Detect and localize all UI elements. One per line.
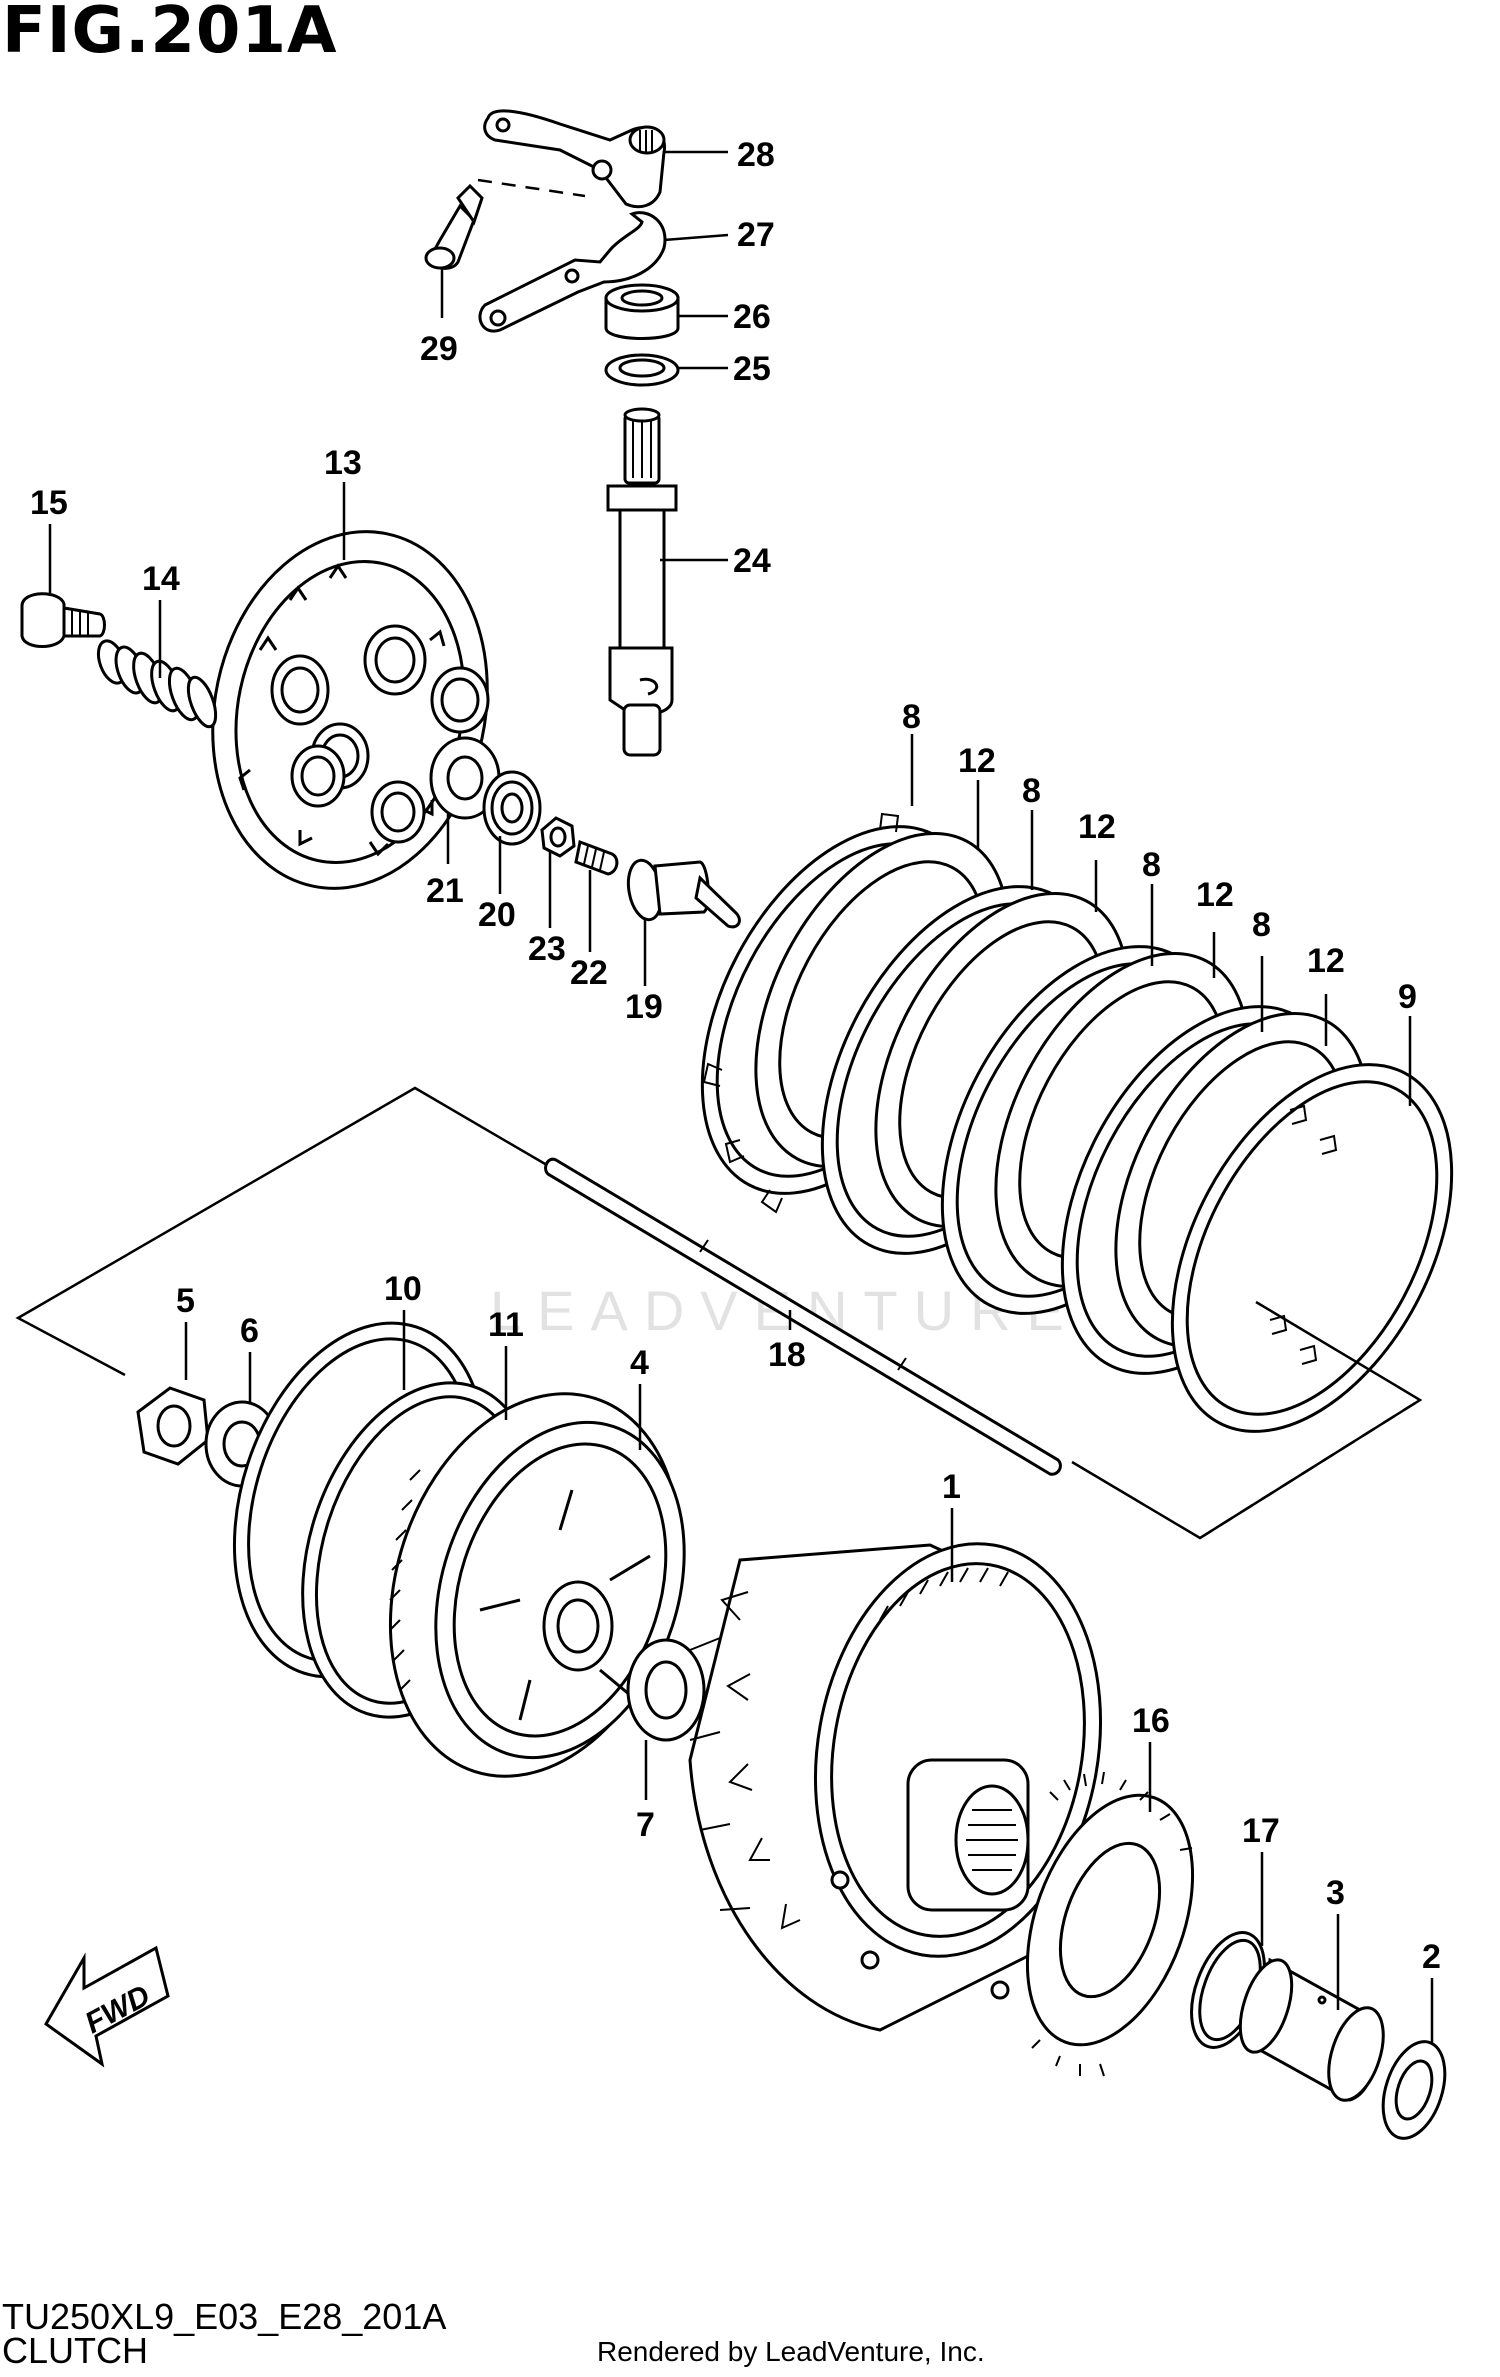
- part-1-clutch-housing: [688, 1542, 1103, 2032]
- part-22-stud: [574, 839, 619, 876]
- assembly-boundary: [15, 1086, 1423, 1540]
- callout-20: 20: [478, 896, 516, 934]
- part-3-spacer: [1238, 1957, 1385, 2102]
- part-18-push-rod: [544, 1157, 1062, 1476]
- callout-12d: 12: [1307, 942, 1345, 980]
- callout-12c: 12: [1196, 876, 1234, 914]
- callout-25: 25: [733, 350, 771, 388]
- callout-3: 3: [1326, 1874, 1345, 1912]
- fwd-arrow-icon: FWD: [44, 1945, 170, 2068]
- part-13-pressure-plate: [211, 530, 490, 890]
- callout-18: 18: [768, 1336, 806, 1374]
- part-25-seal: [604, 353, 680, 387]
- callout-29: 29: [420, 330, 458, 368]
- callout-12b: 12: [1078, 808, 1116, 846]
- callout-11: 11: [488, 1306, 524, 1344]
- callout-16: 16: [1132, 1702, 1170, 1740]
- part-20-bearing: [482, 770, 542, 846]
- part-26-bearing: [604, 283, 680, 340]
- callout-2: 2: [1422, 1938, 1441, 1976]
- callout-13: 13: [324, 444, 362, 482]
- callout-26: 26: [733, 298, 771, 336]
- callout-19: 19: [625, 988, 663, 1026]
- part-4-sleeve-hub: [388, 1392, 686, 1778]
- part-16-gear: [1025, 1771, 1195, 2077]
- callout-23: 23: [528, 930, 566, 968]
- part-15-bolt: [20, 592, 106, 648]
- callout-1: 1: [942, 1468, 961, 1506]
- callout-21: 21: [426, 872, 464, 910]
- part-5-nut: [136, 1386, 210, 1466]
- callout-numbers: 28 27 29 26 25 24 13 15 14 21 20 23 22 1…: [30, 136, 1441, 1976]
- section-name: CLUTCH: [2, 2330, 149, 2371]
- callout-24: 24: [733, 542, 771, 580]
- part-23-nut: [540, 816, 576, 858]
- callout-22: 22: [570, 954, 608, 992]
- part-2-thrust-washer: [1381, 2040, 1447, 2140]
- callout-8a: 8: [902, 698, 921, 736]
- clutch-plate-stack: [700, 812, 1454, 1433]
- callout-4: 4: [630, 1344, 649, 1382]
- part-7-thrust-washer: [626, 1638, 706, 1742]
- callout-8c: 8: [1142, 846, 1161, 884]
- callout-8b: 8: [1022, 772, 1041, 810]
- callout-7: 7: [636, 1806, 655, 1844]
- part-27-bracket: [478, 211, 667, 333]
- model-code: TU250XL9_E03_E28_201A: [2, 2296, 447, 2337]
- part-14-spring: [96, 639, 218, 729]
- part-24-release-shaft: [606, 407, 678, 757]
- callout-8d: 8: [1252, 906, 1271, 944]
- leader-lines: [48, 150, 1434, 2044]
- callout-6: 6: [240, 1312, 259, 1350]
- part-29-bolt: [424, 183, 484, 270]
- figure-title: FIG.201A: [2, 0, 338, 68]
- part-19-push-piece: [626, 858, 741, 929]
- callout-28: 28: [737, 136, 775, 174]
- callout-5: 5: [176, 1282, 195, 1320]
- part-9-drive-plate: [1170, 1063, 1454, 1433]
- callout-27: 27: [737, 216, 775, 254]
- callout-12a: 12: [958, 742, 996, 780]
- callout-15: 15: [30, 484, 68, 522]
- render-credit: Rendered by LeadVenture, Inc.: [597, 2336, 985, 2367]
- callout-9: 9: [1398, 978, 1417, 1016]
- callout-10: 10: [384, 1270, 422, 1308]
- callout-14: 14: [142, 560, 180, 598]
- part-28-release-arm: [483, 109, 667, 209]
- callout-17: 17: [1242, 1812, 1280, 1850]
